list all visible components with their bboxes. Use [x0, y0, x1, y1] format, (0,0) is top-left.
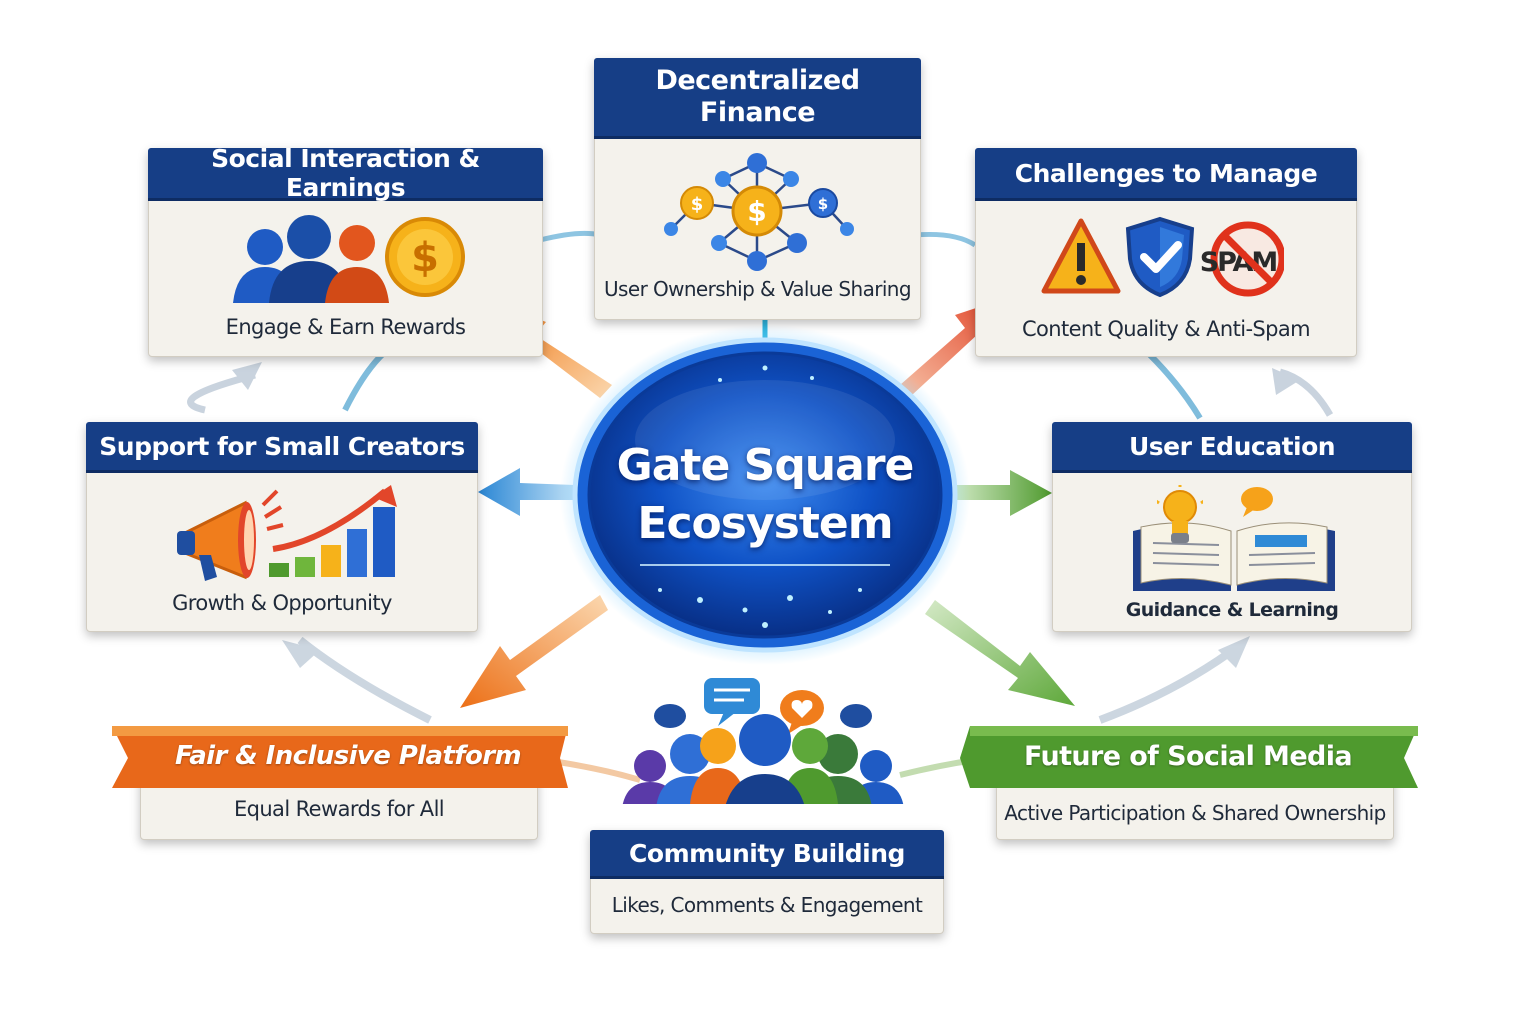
card-subtitle: User Ownership & Value Sharing	[604, 277, 912, 301]
hub-circle	[560, 325, 970, 665]
chat-bubble-icon	[1239, 485, 1275, 519]
svg-text:$: $	[411, 235, 439, 281]
group-people-icon	[620, 676, 910, 828]
card-decentralized-finance: Decentralized Finance $ $ $ Use	[594, 58, 921, 320]
arrow-to-future-social	[925, 600, 1075, 706]
open-book-icon	[1129, 519, 1339, 595]
card-subtitle: Engage & Earn Rewards	[225, 315, 466, 339]
growth-bar-chart-icon	[265, 485, 415, 581]
ribbon-fair-platform-shape	[112, 726, 568, 788]
arrow-to-user-education	[955, 470, 1052, 516]
card-subtitle: Equal Rewards for All	[233, 797, 445, 821]
card-title: User Education	[1052, 422, 1412, 473]
card-small-creators: Support for Small Creators Growth & Oppo…	[86, 422, 478, 632]
dollar-network-icon: $ $ $	[657, 151, 857, 271]
title-line2: Finance	[699, 97, 816, 128]
hub-title-line2: Ecosystem	[637, 498, 893, 549]
card-title: Decentralized Finance	[594, 58, 921, 139]
card-title: Challenges to Manage	[975, 148, 1357, 201]
card-user-education: User Education Guidance & Learning	[1052, 422, 1412, 632]
card-community: Community Building Likes, Comments & Eng…	[590, 830, 944, 934]
ribbon-future-social-shape	[960, 726, 1418, 788]
svg-text:$: $	[818, 195, 828, 213]
card-subtitle: Guidance & Learning	[1125, 599, 1339, 621]
arrow-to-fair-platform	[460, 595, 608, 708]
lightbulb-icon	[1152, 481, 1208, 549]
card-subtitle: Likes, Comments & Engagement	[611, 893, 923, 917]
no-spam-icon: SPAM	[1198, 219, 1286, 299]
ribbon-fair-platform-title: Fair & Inclusive Platform	[175, 741, 522, 771]
card-title: Social Interaction & Earnings	[148, 144, 543, 202]
card-social-interaction: Social Interaction & Earnings $ Engage &…	[148, 144, 543, 357]
people-coin-icon: $	[229, 215, 469, 305]
shield-check-icon	[1124, 215, 1196, 299]
card-challenges: Challenges to Manage SPAM Content Qualit…	[975, 148, 1357, 357]
hub-title-line1: Gate Square	[616, 440, 915, 491]
card-subtitle: Growth & Opportunity	[172, 591, 392, 615]
ribbon-future-social-title: Future of Social Media	[1023, 740, 1353, 772]
card-subtitle: Active Participation & Shared Ownership	[1004, 801, 1386, 825]
card-title: Support for Small Creators	[86, 422, 478, 473]
warning-icon	[1040, 217, 1122, 297]
title-line1: Decentralized	[655, 65, 860, 96]
svg-text:$: $	[691, 194, 704, 215]
card-title: Community Building	[590, 830, 944, 879]
arrow-to-small-creators	[478, 468, 575, 516]
megaphone-icon	[175, 485, 285, 585]
card-subtitle: Content Quality & Anti-Spam	[1021, 317, 1311, 341]
svg-text:$: $	[747, 195, 766, 228]
